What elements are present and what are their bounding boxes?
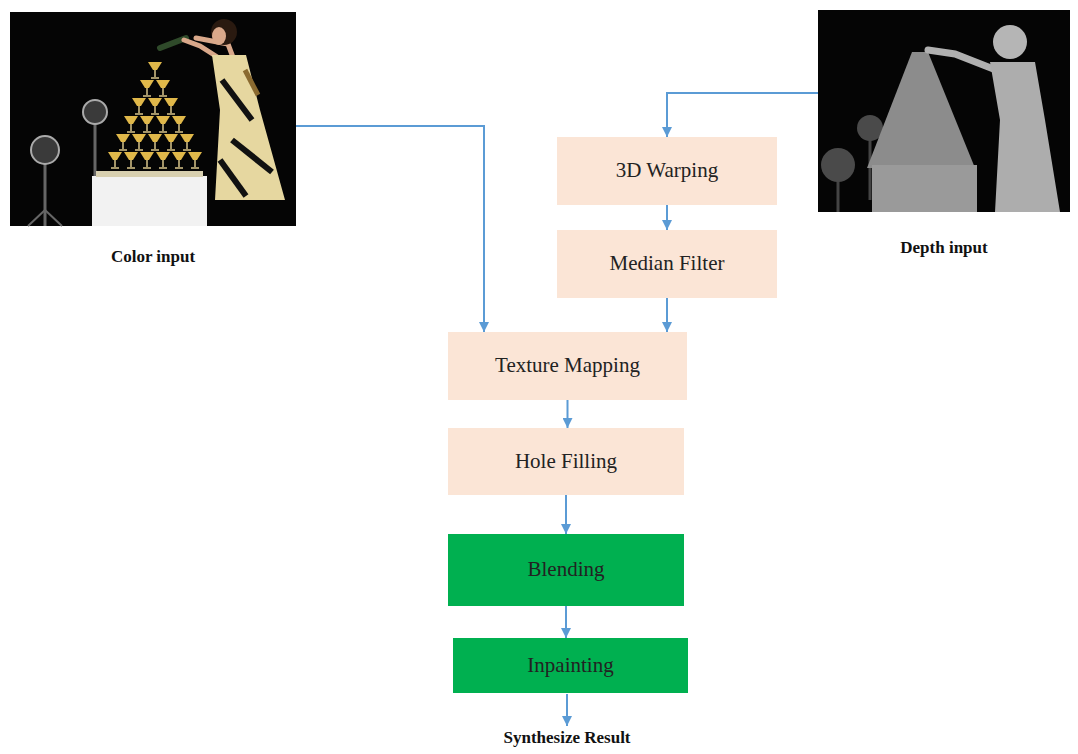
champagne-glass	[108, 152, 122, 168]
flow-arrow	[565, 606, 567, 638]
arm-depth	[928, 50, 996, 70]
mic-stand	[837, 180, 840, 212]
mic-stand	[45, 210, 62, 226]
tablecloth	[92, 176, 207, 226]
champagne-glass	[156, 80, 170, 96]
box-label: Hole Filling	[515, 449, 617, 474]
champagne-glass	[148, 134, 162, 150]
image-caption: Color input	[111, 247, 195, 267]
photo-background	[10, 12, 296, 226]
champagne-glass	[140, 80, 154, 96]
champagne-glass	[164, 98, 178, 114]
face	[212, 27, 226, 45]
champagne-glass	[180, 134, 194, 150]
champagne-glass	[140, 152, 154, 168]
tray	[96, 171, 203, 177]
microphone	[83, 100, 107, 124]
image-panel: Color input	[10, 12, 296, 279]
champagne-glass	[188, 152, 202, 168]
process-box: 3D Warping	[557, 137, 777, 205]
champagne-glass	[148, 98, 162, 114]
champagne-glass	[124, 152, 138, 168]
box-label: 3D Warping	[616, 158, 718, 183]
image-panel: Depth input	[818, 10, 1070, 272]
process-box: Blending	[448, 534, 684, 606]
dress-pattern	[245, 70, 258, 95]
flow-arrow	[567, 400, 569, 428]
mic-stand	[869, 140, 872, 200]
process-box: Inpainting	[453, 638, 688, 693]
mic-stand	[28, 210, 45, 226]
champagne-glass	[156, 152, 170, 168]
box-label: Median Filter	[610, 251, 725, 276]
champagne-glass	[116, 134, 130, 150]
box-label: Blending	[528, 557, 605, 582]
champagne-glass	[156, 116, 170, 132]
champagne-glass	[172, 116, 186, 132]
microphone-depth	[821, 148, 855, 182]
hair	[211, 19, 237, 45]
result-arrow	[566, 694, 568, 726]
pyramid-depth	[867, 52, 975, 168]
microphone	[31, 136, 59, 164]
image-caption: Depth input	[900, 238, 987, 258]
process-box: Median Filter	[557, 230, 777, 298]
dress	[212, 55, 285, 200]
dress-pattern	[222, 80, 252, 120]
flow-arrow	[666, 205, 668, 230]
flow-arrow	[296, 126, 484, 332]
champagne-glass	[164, 134, 178, 150]
champagne-glass	[132, 98, 146, 114]
champagne-glass	[140, 116, 154, 132]
box-label: Inpainting	[527, 653, 613, 678]
depth-background	[818, 10, 1070, 212]
process-box: Hole Filling	[448, 428, 684, 495]
champagne-glass	[148, 62, 162, 78]
table-depth	[872, 165, 977, 212]
body-depth	[990, 62, 1060, 212]
output-label: Synthesize Result	[442, 728, 692, 748]
champagne-glass	[124, 116, 138, 132]
champagne-glass	[172, 152, 186, 168]
flow-arrow	[666, 298, 668, 332]
dress-pattern	[232, 140, 272, 172]
head-depth	[993, 25, 1027, 59]
box-label: Texture Mapping	[495, 353, 640, 378]
champagne-glass	[132, 134, 146, 150]
process-box: Texture Mapping	[448, 332, 687, 400]
dress-pattern	[220, 160, 246, 196]
flow-arrow	[565, 495, 567, 534]
mic-stand	[44, 162, 47, 226]
flow-arrow	[667, 93, 818, 137]
